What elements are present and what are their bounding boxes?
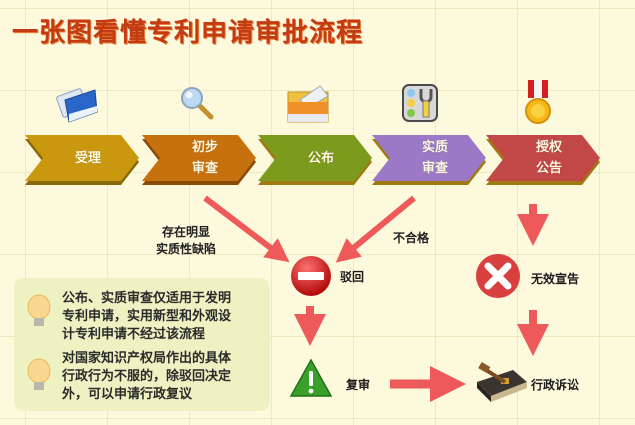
settings-panel-icon [402,84,438,126]
label-unqualified: 不合格 [393,231,430,245]
label-reexamination: 复审 [346,378,371,392]
step-accept: 受理 [25,135,145,185]
folder-document-icon [55,86,99,128]
magnifier-icon [178,86,218,126]
x-circle-icon [475,253,521,303]
step-preliminary-exam: 初步 审查 [142,135,262,185]
note-item: 对国家知识产权局作出的具体 行政行为不服的，除驳回决定 外，可以申请行政复议 [62,351,232,402]
label-invalidation: 无效宣告 [531,272,580,286]
step-substantive-exam: 实质 审查 [372,135,492,185]
note-item: 公布、实质审查仅适用于发明 专利申请，实用新型和外观设 计专利申请不经过该流程 [62,291,232,342]
step-label: 审查 [421,161,448,176]
step-label: 公告 [535,161,562,176]
step-label: 实质 [421,140,448,155]
warning-triangle-icon [289,358,333,402]
step-label: 公布 [307,150,334,166]
notes-panel: 公布、实质审查仅适用于发明 专利申请，实用新型和外观设 计专利申请不经过该流程 … [14,278,270,411]
step-label: 初步 [191,140,218,155]
arrow-substantive-to-reject [335,195,416,263]
label-obvious-defect: 存在明显 实质性缺陷 [156,225,217,256]
arrow-preliminary-to-reject [203,195,290,263]
page-title: 一张图看懂专利申请审批流程 [12,18,364,48]
medal-icon [523,80,553,130]
step-grant-announcement: 授权 公告 [486,135,606,185]
no-entry-icon [289,254,333,302]
open-folder-icon [286,84,332,128]
step-label: 审查 [191,161,218,176]
label-reject: 驳回 [340,270,365,284]
step-label: 授权 [535,140,562,155]
label-litigation: 行政诉讼 [531,378,580,392]
step-label: 受理 [74,150,101,166]
law-book-gavel-icon [473,360,529,410]
lightbulb-icon [26,358,52,398]
lightbulb-icon [26,294,52,334]
step-publication: 公布 [258,135,378,185]
